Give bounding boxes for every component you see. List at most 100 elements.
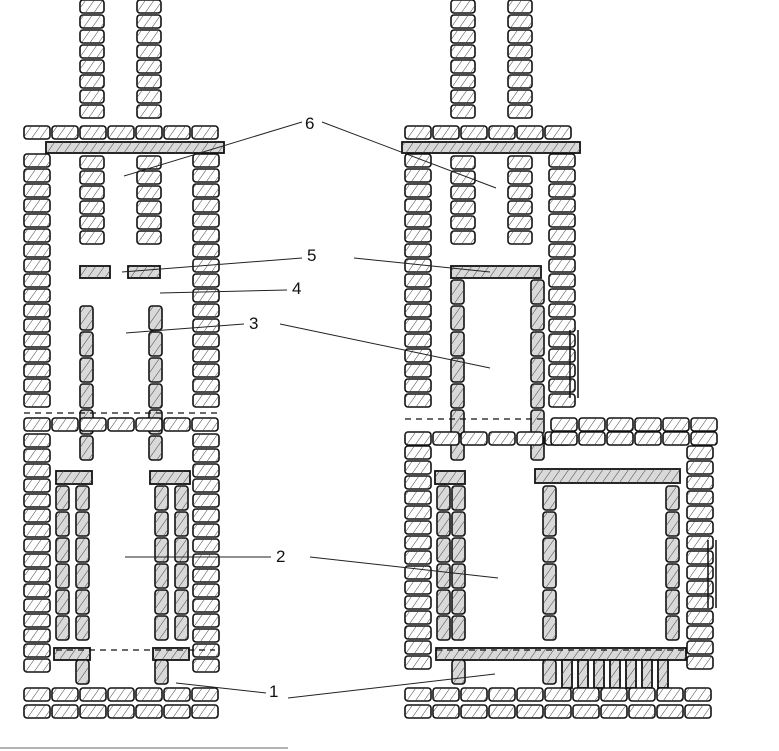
brick <box>192 333 220 348</box>
brick-hatch <box>405 476 431 489</box>
brick <box>23 643 51 658</box>
fireclay-brick <box>75 659 90 685</box>
brick-hatch <box>666 564 679 588</box>
brick-hatch <box>666 538 679 562</box>
fireclay-brick <box>55 589 70 615</box>
brick <box>432 431 460 446</box>
slab-hatch <box>642 660 652 688</box>
slab-hatch <box>562 660 572 688</box>
brick-hatch <box>405 229 431 242</box>
fireclay-brick <box>75 511 90 537</box>
brick <box>404 610 432 625</box>
fireclay-brick <box>154 485 169 511</box>
leader-line <box>321 121 497 189</box>
brick-hatch <box>549 259 575 272</box>
brick <box>516 687 544 702</box>
brick <box>23 213 51 228</box>
brick-hatch <box>451 45 475 58</box>
brick-hatch <box>164 705 190 718</box>
fireclay-brick <box>174 589 189 615</box>
brick-hatch <box>451 332 464 356</box>
brick <box>107 125 135 140</box>
brick-hatch <box>405 656 431 669</box>
brick-hatch <box>175 590 188 614</box>
brick-hatch <box>687 611 713 624</box>
brick-hatch <box>545 688 571 701</box>
fireclay-brick <box>450 279 465 305</box>
brick <box>662 417 690 432</box>
brick <box>686 640 714 655</box>
brick <box>686 655 714 670</box>
brick-hatch <box>607 418 633 431</box>
brick <box>191 704 219 719</box>
brick <box>23 417 51 432</box>
brick <box>404 393 432 408</box>
brick-hatch <box>687 446 713 459</box>
brick <box>192 168 220 183</box>
brick <box>23 538 51 553</box>
brick-hatch <box>405 566 431 579</box>
fireclay-brick <box>530 383 545 409</box>
fireclay-brick <box>174 615 189 641</box>
brick <box>432 704 460 719</box>
brick-hatch <box>405 199 431 212</box>
brick <box>572 687 600 702</box>
brick-hatch <box>545 126 571 139</box>
brick <box>628 687 656 702</box>
brick <box>548 318 576 333</box>
brick-hatch <box>691 432 717 445</box>
brick <box>79 59 105 74</box>
fireclay-brick <box>451 589 466 615</box>
brick <box>23 568 51 583</box>
brick-hatch <box>517 432 543 445</box>
brick <box>192 433 220 448</box>
brick-hatch <box>451 15 475 28</box>
brick-hatch <box>452 590 465 614</box>
brick-hatch <box>56 590 69 614</box>
brick <box>79 104 105 119</box>
brick-hatch <box>164 688 190 701</box>
brick <box>23 687 51 702</box>
brick-hatch <box>80 90 104 103</box>
brick-hatch <box>666 590 679 614</box>
brick <box>600 704 628 719</box>
brick-hatch <box>80 332 93 356</box>
brick-hatch <box>108 418 134 431</box>
fireclay-brick <box>174 511 189 537</box>
brick-hatch <box>24 334 50 347</box>
brick-hatch <box>461 126 487 139</box>
brick-hatch <box>24 394 50 407</box>
fireclay-brick <box>55 563 70 589</box>
brick <box>192 198 220 213</box>
brick <box>548 258 576 273</box>
brick-hatch <box>405 364 431 377</box>
brick <box>548 213 576 228</box>
brick-hatch <box>531 410 544 434</box>
brick-hatch <box>80 60 104 73</box>
brick-hatch <box>24 184 50 197</box>
brick <box>136 29 162 44</box>
brick <box>404 333 432 348</box>
fireclay-brick <box>174 485 189 511</box>
fireclay-brick <box>542 615 557 641</box>
brick <box>23 273 51 288</box>
brick-hatch <box>549 229 575 242</box>
fireclay-brick <box>542 659 557 685</box>
brick <box>192 348 220 363</box>
brick <box>507 200 533 215</box>
fireclay-brick <box>542 537 557 563</box>
brick-hatch <box>635 432 661 445</box>
brick-hatch <box>155 590 168 614</box>
brick <box>432 125 460 140</box>
brick <box>23 658 51 673</box>
brick-hatch <box>657 705 683 718</box>
brick <box>51 417 79 432</box>
brick-hatch <box>517 705 543 718</box>
brick <box>507 185 533 200</box>
brick-hatch <box>137 156 161 169</box>
brick <box>163 687 191 702</box>
brick <box>192 243 220 258</box>
brick <box>686 475 714 490</box>
brick <box>163 704 191 719</box>
brick <box>516 431 544 446</box>
